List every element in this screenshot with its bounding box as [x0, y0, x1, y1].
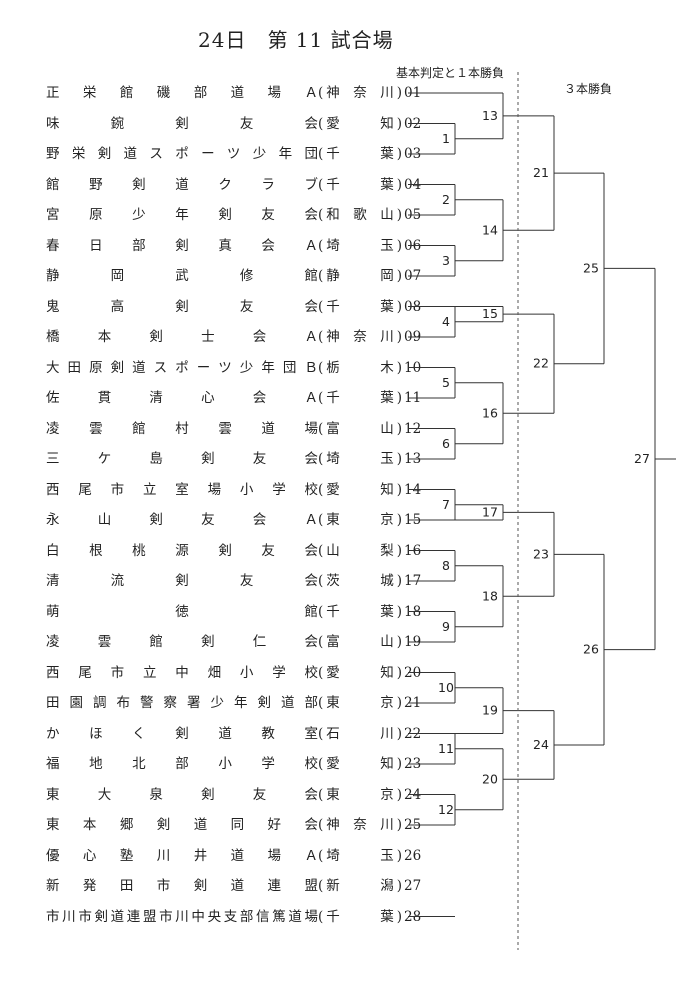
match-number: 17 — [482, 504, 498, 519]
match-number: 14 — [482, 222, 498, 237]
prefecture: (千葉) — [318, 603, 402, 620]
match-number: 23 — [533, 546, 549, 561]
team-name: 市川市剣道連盟市川中央支部信篤道場 — [46, 908, 318, 925]
match-number: 5 — [442, 375, 450, 390]
match-number: 2 — [442, 192, 450, 207]
entry-number: 27 — [404, 878, 422, 894]
prefecture: (埼玉) — [318, 237, 402, 254]
match-number: 11 — [438, 741, 454, 756]
prefecture: (千葉) — [318, 390, 402, 406]
match-number: 27 — [634, 451, 650, 466]
team-name: 野栄剣道スポーツ少年団 — [46, 146, 318, 162]
prefecture: (千葉) — [318, 908, 402, 925]
match-number: 22 — [533, 356, 549, 371]
team-name: 東大泉剣友会 — [46, 786, 318, 803]
prefecture: (千葉) — [318, 146, 402, 162]
team-name: 静岡武修館 — [46, 268, 318, 284]
prefecture: (富山) — [318, 420, 402, 437]
prefecture: (静岡) — [318, 268, 402, 284]
prefecture: (東京) — [318, 786, 402, 803]
prefecture: (千葉) — [318, 176, 402, 193]
team-name: かほく剣道教室 — [46, 725, 318, 742]
team-name: 味鋺剣友会 — [46, 115, 318, 132]
match-number: 8 — [442, 558, 450, 573]
prefecture: (埼玉) — [318, 451, 402, 467]
first-rounds-caption: 基本判定と１本勝負 — [396, 66, 505, 80]
prefecture: (愛知) — [318, 481, 402, 498]
match-number: 15 — [482, 306, 498, 321]
match-number: 10 — [438, 680, 454, 695]
match-number: 25 — [583, 260, 599, 275]
prefecture: (栃木) — [318, 359, 402, 376]
match-number: 26 — [583, 642, 599, 657]
prefecture: (東京) — [318, 512, 402, 528]
prefecture: (愛知) — [318, 115, 402, 132]
match-number: 12 — [438, 802, 454, 817]
team-name: 凌雲館剣仁会 — [46, 634, 318, 650]
prefecture: (神奈川) — [318, 85, 402, 101]
prefecture: (愛知) — [318, 664, 402, 681]
match-number: 6 — [442, 436, 450, 451]
match-number: 3 — [442, 253, 450, 268]
prefecture: (石川) — [318, 725, 402, 742]
prefecture: (東京) — [318, 695, 402, 711]
prefecture: (富山) — [318, 634, 402, 650]
team-name: 宮原少年剣友会 — [46, 207, 318, 223]
match-number: 20 — [482, 771, 498, 786]
team-name: 凌雲館村雲道場 — [46, 420, 318, 437]
prefecture: (埼玉) — [318, 847, 402, 864]
prefecture: (新潟) — [318, 878, 402, 894]
match-number: 4 — [442, 314, 450, 329]
prefecture: (神奈川) — [318, 817, 402, 833]
match-number: 1 — [442, 131, 450, 146]
team-name: 田園調布警察署少年剣道部 — [46, 695, 318, 711]
match-number: 21 — [533, 165, 549, 180]
prefecture: (和歌山) — [318, 207, 402, 223]
prefecture: (千葉) — [318, 298, 402, 315]
team-name: 西尾市立室場小学校 — [46, 481, 318, 498]
team-name: 白根桃源剣友会 — [46, 542, 318, 559]
team-name: 鬼高剣友会 — [46, 298, 318, 315]
entry-number: 26 — [404, 847, 422, 864]
page-title: 24日 第 11 試合場 — [198, 28, 394, 52]
team-name: 新発田市剣道連盟 — [46, 878, 318, 894]
team-name: 三ケ島剣友会 — [46, 451, 318, 467]
match-number: 24 — [533, 737, 549, 752]
prefecture: (愛知) — [318, 756, 402, 772]
team-name: 清流剣友会 — [46, 573, 318, 589]
prefecture: (神奈川) — [318, 329, 402, 345]
prefecture: (山梨) — [318, 542, 402, 559]
match-number: 13 — [482, 108, 498, 123]
match-number: 19 — [482, 703, 498, 718]
team-name: 福地北部小学校 — [46, 756, 318, 772]
prefecture: (茨城) — [318, 573, 402, 589]
team-name: 館野剣道クラブ — [46, 176, 318, 193]
match-number: 16 — [482, 405, 498, 420]
team-name: 東本郷剣道同好会 — [46, 817, 318, 833]
match-number: 9 — [442, 619, 450, 634]
later-rounds-caption: ３本勝負 — [564, 82, 613, 96]
match-number: 18 — [482, 588, 498, 603]
team-name: 西尾市立中畑小学校 — [46, 664, 318, 681]
match-number: 7 — [442, 497, 450, 512]
team-name: 萌徳館 — [46, 603, 318, 620]
